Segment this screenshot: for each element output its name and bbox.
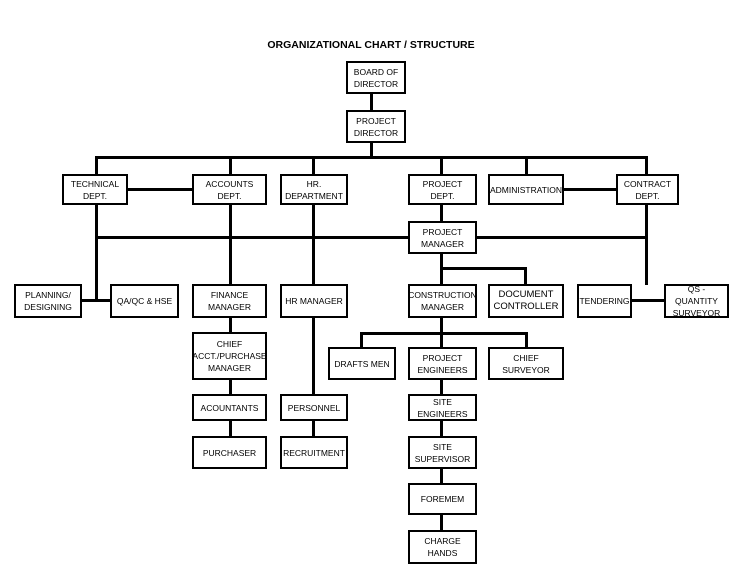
hr-vertical [312,204,315,285]
node-administration: ADMINISTRATION [488,174,564,205]
to-drafts-men [360,332,363,348]
drop-project-dept [440,156,443,176]
supervisor-to-foremem [440,468,443,484]
drop-administration [525,156,528,176]
pm-to-document [524,267,527,285]
node-qa-qc-hse: QA/QC & HSE [110,284,179,318]
drop-accounts [229,156,232,176]
node-chief-acct-purchase-manager: CHIEF ACCT./PURCHASE MANAGER [192,332,267,380]
node-charge-hands: CHARGE HANDS [408,530,477,564]
node-technical-dept: TECHNICAL DEPT. [62,174,128,205]
node-qs-quantity-surveyor: QS - QUANTITY SURVEYOR [664,284,729,318]
node-site-supervisor: SITE SUPERVISOR [408,436,477,469]
node-foremem: FOREMEM [408,483,477,515]
node-hr-manager: HR MANAGER [280,284,348,318]
chart-title: ORGANIZATIONAL CHART / STRUCTURE [267,39,475,51]
node-project-engineers: PROJECT ENGINEERS [408,347,477,380]
to-project-engineers [440,332,443,348]
drop-hr [312,156,315,176]
node-document-controller: DOCUMENT CONTROLLER [488,284,564,318]
link-administration-contract [564,188,616,191]
node-finance-manager: FINANCE MANAGER [192,284,267,318]
connector-director-to-bus [370,142,373,158]
chief-acct-to-acountants [229,379,232,395]
contract-vertical [645,204,648,285]
drop-contract [645,156,648,176]
to-chief-surveyor [525,332,528,348]
node-project-manager: PROJECT MANAGER [408,221,477,254]
node-acountants: ACOUNTANTS [192,394,267,421]
technical-to-planning [82,299,110,302]
drop-technical [95,156,98,176]
pm-to-construction [440,267,443,285]
accounts-to-chief-acct [229,317,232,333]
node-accounts-dept: ACCOUNTS DEPT. [192,174,267,205]
node-chief-surveyor: CHIEF SURVEYOR [488,347,564,380]
site-engineers-to-supervisor [440,420,443,437]
pm-horizontal-bus [95,236,648,239]
node-hr-department: HR. DEPARTMENT [280,174,348,205]
tendering-to-qs [632,299,664,302]
engineers-to-site-engineers [440,379,443,395]
department-bus [95,156,648,159]
node-site-engineers: SITE ENGINEERS [408,394,477,421]
node-purchaser: PURCHASER [192,436,267,469]
hr-manager-to-personnel [312,317,315,395]
node-personnel: PERSONNEL [280,394,348,421]
node-drafts-men: DRAFTS MEN [328,347,396,380]
construction-split-bus [360,332,528,335]
node-planning-designing: PLANNING/ DESIGNING [14,284,82,318]
pm-split-bus [440,267,527,270]
node-board-of-director: BOARD OF DIRECTOR [346,61,406,94]
node-project-dept: PROJECT DEPT. [408,174,477,205]
drop-project-dept-to-pm [440,204,443,222]
node-tendering: TENDERING [577,284,632,318]
link-technical-accounts [128,188,192,191]
technical-vertical [95,204,98,301]
node-project-director: PROJECT DIRECTOR [346,110,406,143]
personnel-to-recruitment [312,420,315,437]
node-construction-manager: CONSTRUCTION MANAGER [408,284,477,318]
connector-board-to-director [370,93,373,112]
accounts-vertical [229,204,232,285]
construction-down [440,317,443,334]
node-contract-dept: CONTRACT DEPT. [616,174,679,205]
pm-down [440,253,443,269]
foremem-to-charge-hands [440,514,443,531]
node-recruitment: RECRUITMENT [280,436,348,469]
acountants-to-purchaser [229,420,232,437]
